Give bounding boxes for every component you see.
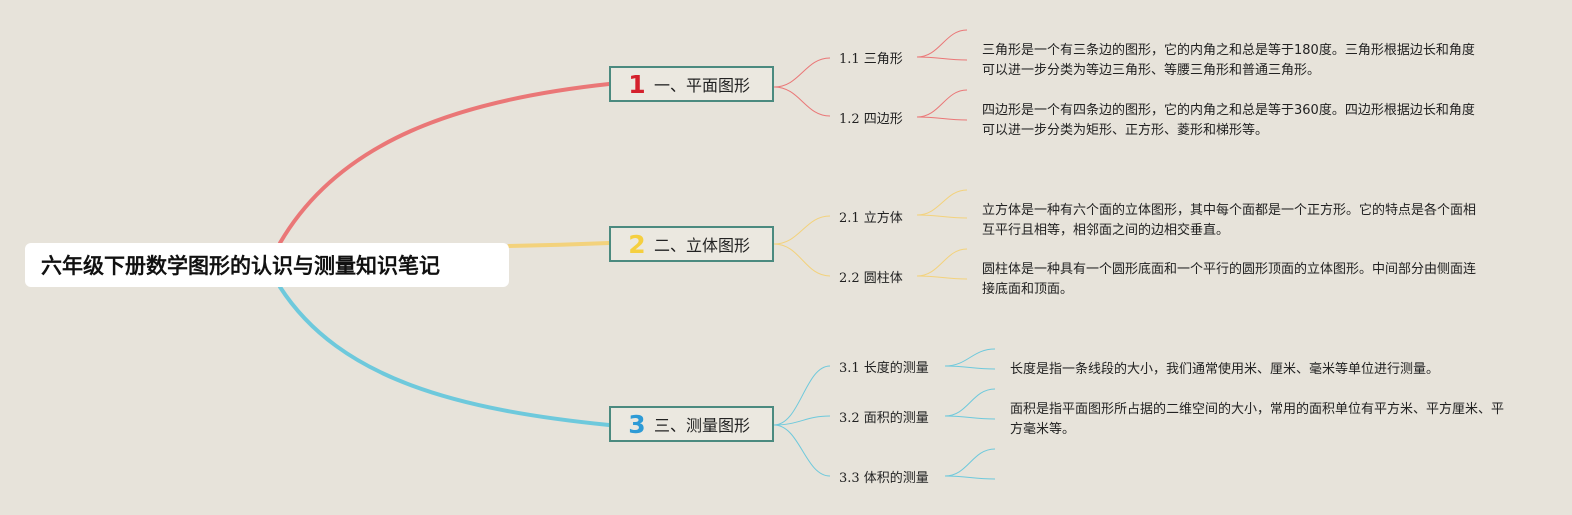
branch-number-3: 3 xyxy=(628,409,646,439)
connector-sub32-note xyxy=(944,388,996,417)
subtopic-3-2[interactable]: 3.2 面积的测量 xyxy=(839,411,929,426)
connector-sub11-note xyxy=(916,29,968,58)
subtopic-1-1[interactable]: 1.1 三角形 xyxy=(839,52,903,67)
connector-root-branch-3 xyxy=(278,285,611,427)
connector-sub33-note-b xyxy=(944,475,996,480)
connector-sub21-note-b xyxy=(916,214,968,219)
connector-branch2-sub2 xyxy=(773,243,831,277)
connector-branch3-sub1 xyxy=(773,365,831,426)
subtopic-3-1[interactable]: 3.1 长度的测量 xyxy=(839,361,929,376)
note-2-2[interactable]: 圆柱体是一种具有一个圆形底面和一个平行的圆形顶面的立体图形。中间部分由侧面连接底… xyxy=(982,262,1477,297)
connector-sub21-note xyxy=(916,189,968,216)
connector-root-branch-1 xyxy=(278,82,611,245)
note-1-2[interactable]: 四边形是一个有四条边的图形，它的内角之和总是等于360度。四边形根据边长和角度可… xyxy=(982,103,1475,138)
connector-sub33-note xyxy=(944,448,996,477)
connector-branch1-sub1 xyxy=(773,57,831,88)
root-title: 六年级下册数学图形的认识与测量知识笔记 xyxy=(41,254,440,278)
connector-sub11-note-b xyxy=(916,56,968,61)
connector-branch3-sub2 xyxy=(773,415,831,426)
subtopic-2-1[interactable]: 2.1 立方体 xyxy=(839,211,903,226)
subtopic-2-2[interactable]: 2.2 圆柱体 xyxy=(839,271,903,286)
connector-sub31-note-b xyxy=(944,365,996,370)
connector-sub31-note xyxy=(944,348,996,367)
connector-branch1-sub2 xyxy=(773,86,831,117)
subtopic-1-2[interactable]: 1.2 四边形 xyxy=(839,112,903,127)
branch-number-2: 2 xyxy=(628,229,646,259)
connector-sub12-note-b xyxy=(916,116,968,121)
branch-label-3: 三、测量图形 xyxy=(654,416,751,435)
note-2-1[interactable]: 立方体是一种有六个面的立体图形，其中每个面都是一个正方形。它的特点是各个面相互平… xyxy=(982,203,1477,238)
connector-root-branch-2 xyxy=(507,241,611,248)
connector-sub12-note xyxy=(916,89,968,118)
branch-label-1: 一、平面图形 xyxy=(654,76,751,95)
connector-branch3-sub3 xyxy=(773,424,831,477)
branch-measurement[interactable]: 3 三、测量图形 xyxy=(609,406,774,442)
subtopic-3-3[interactable]: 3.3 体积的测量 xyxy=(839,471,929,486)
note-3-1[interactable]: 长度是指一条线段的大小，我们通常使用米、厘米、毫米等单位进行测量。 xyxy=(1010,362,1440,377)
branch-number-1: 1 xyxy=(628,69,646,99)
connector-sub32-note-b xyxy=(944,415,996,420)
root-topic[interactable]: 六年级下册数学图形的认识与测量知识笔记 xyxy=(25,243,509,287)
note-1-1[interactable]: 三角形是一个有三条边的图形，它的内角之和总是等于180度。三角形根据边长和角度可… xyxy=(982,43,1475,78)
branch-solid-shapes[interactable]: 2 二、立体图形 xyxy=(609,226,774,262)
branch-plane-shapes[interactable]: 1 一、平面图形 xyxy=(609,66,774,102)
connector-sub22-note xyxy=(916,248,968,277)
branch-label-2: 二、立体图形 xyxy=(654,236,751,255)
connector-branch2-sub1 xyxy=(773,215,831,245)
note-3-2[interactable]: 面积是指平面图形所占据的二维空间的大小，常用的面积单位有平方米、平方厘米、平方毫… xyxy=(1010,402,1505,437)
connector-sub22-note-b xyxy=(916,275,968,280)
